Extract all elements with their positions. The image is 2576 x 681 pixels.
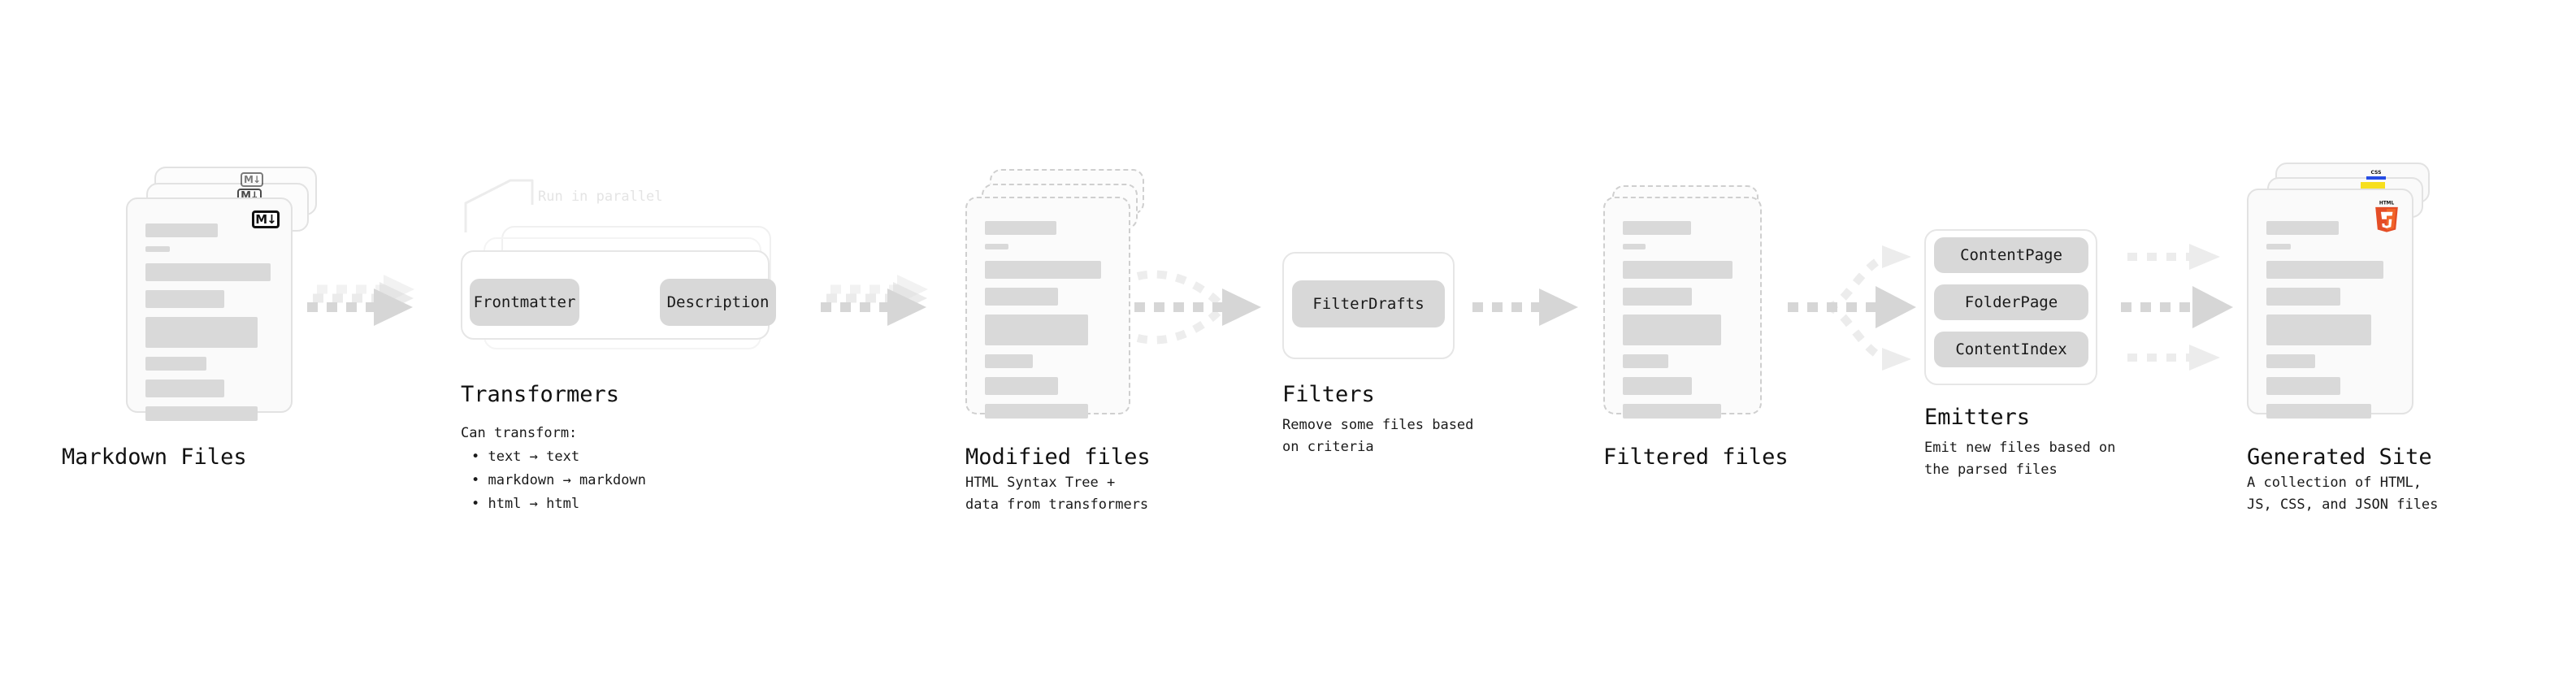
generated-file-front: HTML <box>2247 189 2413 419</box>
emitters-chip-folderpage[interactable]: FolderPage <box>1934 284 2088 320</box>
filters-chip-filterdrafts[interactable]: FilterDrafts <box>1292 280 1445 327</box>
modified-files-title: Modified files <box>965 445 1151 470</box>
modified-files-desc-line2: data from transformers <box>965 497 1149 513</box>
generated-site-desc-line2: JS, CSS, and JSON files <box>2247 497 2439 513</box>
filtered-file-skeleton <box>1623 221 1742 427</box>
modified-files-desc-line1: HTML Syntax Tree + <box>965 475 1116 491</box>
parallel-bracket <box>464 179 534 232</box>
emitters-desc-line2: the parsed files <box>1924 462 2058 478</box>
arrow-transformers-to-modified <box>821 275 928 326</box>
emitters-title: Emitters <box>1924 405 2031 430</box>
markdown-files-title: Markdown Files <box>62 445 247 470</box>
generated-site-desc-line1: A collection of HTML, <box>2247 475 2422 491</box>
html5-icon-svg: HTML <box>2375 202 2398 232</box>
markdown-badge-back-2: M↓ <box>241 172 263 187</box>
transformers-desc-head: Can transform: <box>461 425 578 441</box>
transformers-title: Transformers <box>461 382 620 407</box>
css-badge-label: CSS <box>2370 170 2382 176</box>
transformers-desc-item-1: • markdown → markdown <box>471 472 646 488</box>
transformers-desc-item-0: • text → text <box>471 449 580 465</box>
transformers-chip-description[interactable]: Description <box>660 279 776 326</box>
filters-desc-line1: Remove some files based <box>1282 417 1474 433</box>
emitters-chip-contentindex[interactable]: ContentIndex <box>1934 332 2088 367</box>
filtered-file-front <box>1603 197 1762 419</box>
modified-file-front <box>965 197 1130 419</box>
emitters-desc-line1: Emit new files based on <box>1924 440 2116 456</box>
css-badge-bar <box>2366 176 2386 180</box>
arrow-emitters-to-generated <box>2121 244 2233 371</box>
modified-file-skeleton <box>985 221 1111 427</box>
arrow-modified-to-filters <box>1134 270 1261 345</box>
markdown-badge: M↓ <box>252 210 280 228</box>
markdown-file-skeleton <box>145 223 273 430</box>
markdown-file-front: M↓ <box>126 197 293 421</box>
filters-title: Filters <box>1282 382 1375 407</box>
run-in-parallel-label: Run in parallel <box>538 189 663 205</box>
arrow-filters-to-filtered <box>1472 288 1578 326</box>
transformers-chip-frontmatter[interactable]: Frontmatter <box>470 279 579 326</box>
generated-site-title: Generated Site <box>2247 445 2432 470</box>
filtered-files-title: Filtered files <box>1603 445 1789 470</box>
arrow-markdown-to-transformers <box>307 275 414 326</box>
css-badge: CSS <box>2366 168 2386 180</box>
emitters-chip-contentpage[interactable]: ContentPage <box>1934 237 2088 273</box>
filters-desc-line2: on criteria <box>1282 439 1374 455</box>
html5-icon: HTML <box>2373 200 2400 232</box>
svg-text:HTML: HTML <box>2379 202 2395 206</box>
arrow-filtered-to-emitters <box>1788 245 1916 371</box>
generated-file-skeleton <box>2266 221 2394 427</box>
transformers-desc-item-2: • html → html <box>471 496 580 512</box>
